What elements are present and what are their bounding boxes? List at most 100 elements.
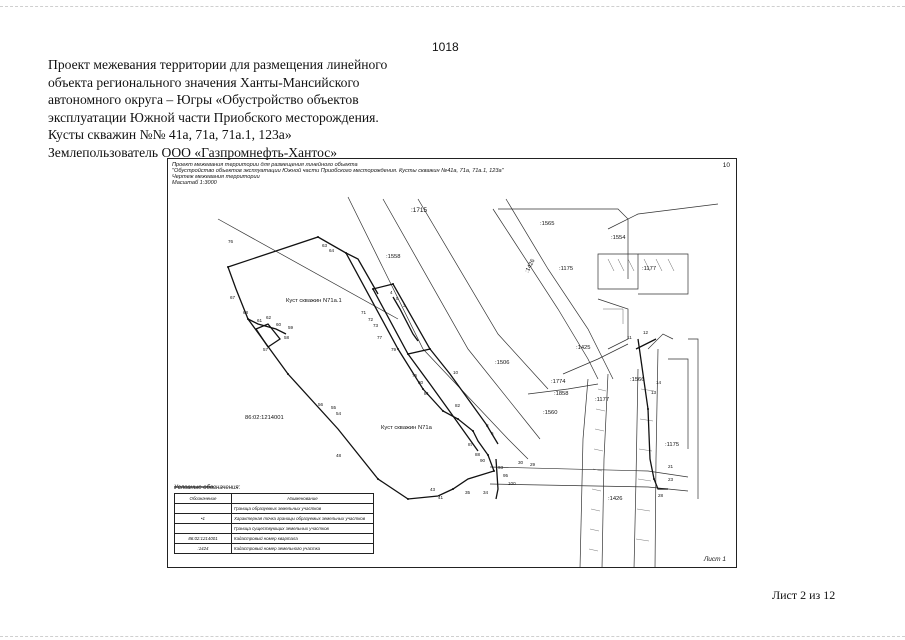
- legend-name: Кадастровый номер квартала: [231, 533, 374, 544]
- parcel-boundary-line: [492, 208, 599, 380]
- parcel-boundary-line: [505, 198, 614, 380]
- parcel-label: :1558: [386, 254, 401, 260]
- formed-boundary: [392, 296, 419, 342]
- point-number: 43: [430, 487, 436, 492]
- boundary-point: [247, 318, 249, 320]
- legend-row: 86:02:1214001 Кадастровый номер квартала: [174, 533, 374, 544]
- point-number: 81: [424, 391, 430, 396]
- legend-title: Условные обозначения:: [174, 485, 241, 491]
- legend-name: Кадастровый номер земельного участка: [231, 543, 374, 554]
- point-number: 61: [257, 318, 263, 323]
- point-number: 48: [336, 453, 342, 458]
- drawing-header-line: Масштаб 1:3000: [172, 180, 217, 186]
- legend-symbol: :1424: [174, 543, 232, 554]
- characteristic-points: [227, 236, 655, 500]
- legend-header-row: Обозначение Наименование: [174, 493, 374, 504]
- point-number: 55: [331, 405, 337, 410]
- road-edge: [654, 348, 659, 567]
- point-number: 87: [468, 442, 474, 447]
- legend: Условные обозначения: Обозначение Наимен…: [174, 485, 374, 554]
- boundary-point: [647, 408, 649, 410]
- boundary-point: [422, 388, 424, 390]
- survey-drawing: Проект межевания территории для размещен…: [167, 158, 737, 568]
- parcel-boundary-line: [647, 333, 674, 350]
- formed-boundary: [247, 318, 287, 335]
- point-number: 75: [412, 373, 418, 378]
- parcel-boundary-line: [347, 196, 529, 460]
- point-number: 79: [391, 347, 397, 352]
- parcel-label: :1560: [543, 410, 558, 416]
- point-number: 95: [503, 473, 509, 478]
- parcel-boundary-line: [382, 198, 541, 440]
- point-number: 67: [230, 295, 236, 300]
- point-number: 56: [318, 402, 324, 407]
- title-line: автономного округа – Югры «Обустройство …: [48, 92, 359, 108]
- scan-top-edge: [0, 6, 905, 9]
- parcel-label: :1565: [540, 221, 555, 227]
- drawing-sheet-number: 10: [722, 162, 730, 169]
- road-edge: [633, 368, 639, 567]
- point-number: 10: [453, 370, 459, 375]
- boundary-point: [392, 283, 394, 285]
- legend-row: Граница образуемых земельных участков: [174, 486, 374, 514]
- parcel-boundary-line: [417, 198, 549, 390]
- point-numbers: 76 63 64 67 68 61 62 60 59 58 57 56 55 5…: [228, 239, 674, 500]
- title-line: Кусты скважин №№ 41а, 71а, 71а.1, 123а»: [48, 127, 292, 143]
- title-line: объекта регионального значения Ханты-Ман…: [48, 74, 360, 90]
- legend-symbol: [174, 486, 232, 514]
- parcel-label: :1175: [559, 266, 573, 272]
- parcel-boundary-line: [562, 343, 629, 375]
- boundary-point: [407, 498, 409, 500]
- existing-parcel-boundaries: [217, 196, 719, 567]
- boundary-point: [457, 418, 459, 420]
- road-edge: [489, 466, 689, 478]
- point-number: 30: [518, 460, 524, 465]
- building-block: [603, 258, 675, 324]
- parcel-boundary-line: [498, 208, 629, 279]
- document-title: Проект межевания территории для размещен…: [48, 56, 428, 162]
- hatch-lines: [588, 388, 607, 552]
- parcel-boundary-line: [603, 308, 624, 324]
- point-number: 21: [668, 464, 674, 469]
- legend-name: Граница образуемых земельных участков: [231, 503, 374, 514]
- parcel-label: :1506: [495, 360, 510, 366]
- formed-boundary: [495, 458, 499, 500]
- legend-symbol: •1: [174, 513, 232, 524]
- boundary-point: [493, 470, 495, 472]
- point-number: 23: [668, 477, 674, 482]
- scan-bottom-edge: [0, 636, 905, 637]
- point-number: 41: [438, 495, 444, 500]
- point-number: 3: [403, 303, 406, 308]
- parcel-label: :1858: [554, 391, 569, 397]
- boundary-point: [287, 373, 289, 375]
- point-number: 5: [396, 296, 399, 301]
- point-number: 14: [656, 380, 662, 385]
- legend-symbol: 86:02:1214001: [174, 533, 232, 544]
- legend-symbol: [174, 486, 232, 534]
- hatch-lines: [607, 258, 675, 272]
- formed-boundary: [637, 338, 668, 490]
- road-edge: [489, 483, 689, 492]
- point-number: 93: [498, 465, 504, 470]
- point-number: 88: [475, 452, 481, 457]
- point-number: 82: [455, 403, 461, 408]
- parcel-label: :1774: [551, 379, 566, 385]
- point-number: 54: [336, 411, 342, 416]
- point-number: 6: [491, 431, 494, 436]
- legend-row: •1 Характерная точка границы образуемых …: [174, 513, 374, 524]
- title-line: Проект межевания территории для размещен…: [48, 57, 388, 72]
- formed-boundary: [345, 252, 379, 295]
- hatched-area: [588, 388, 655, 552]
- parcel-label: :1425: [576, 345, 591, 351]
- point-number: 59: [288, 325, 294, 330]
- parcel-label: :1177: [642, 266, 656, 272]
- legend-table: Обозначение Наименование Граница образуе…: [174, 486, 374, 554]
- pad-71a1-parcel: [227, 236, 495, 500]
- boundary-point: [653, 478, 655, 480]
- parcel-labels: :1715 :1565 :1554 :1558 :1175 :1177 :142…: [386, 207, 679, 502]
- point-number: 12: [643, 330, 649, 335]
- formed-boundary: [407, 353, 479, 452]
- parcel-1177-outline: [638, 253, 689, 295]
- parcel-boundary-line: [607, 203, 719, 230]
- parcel-label: :1554: [611, 235, 626, 241]
